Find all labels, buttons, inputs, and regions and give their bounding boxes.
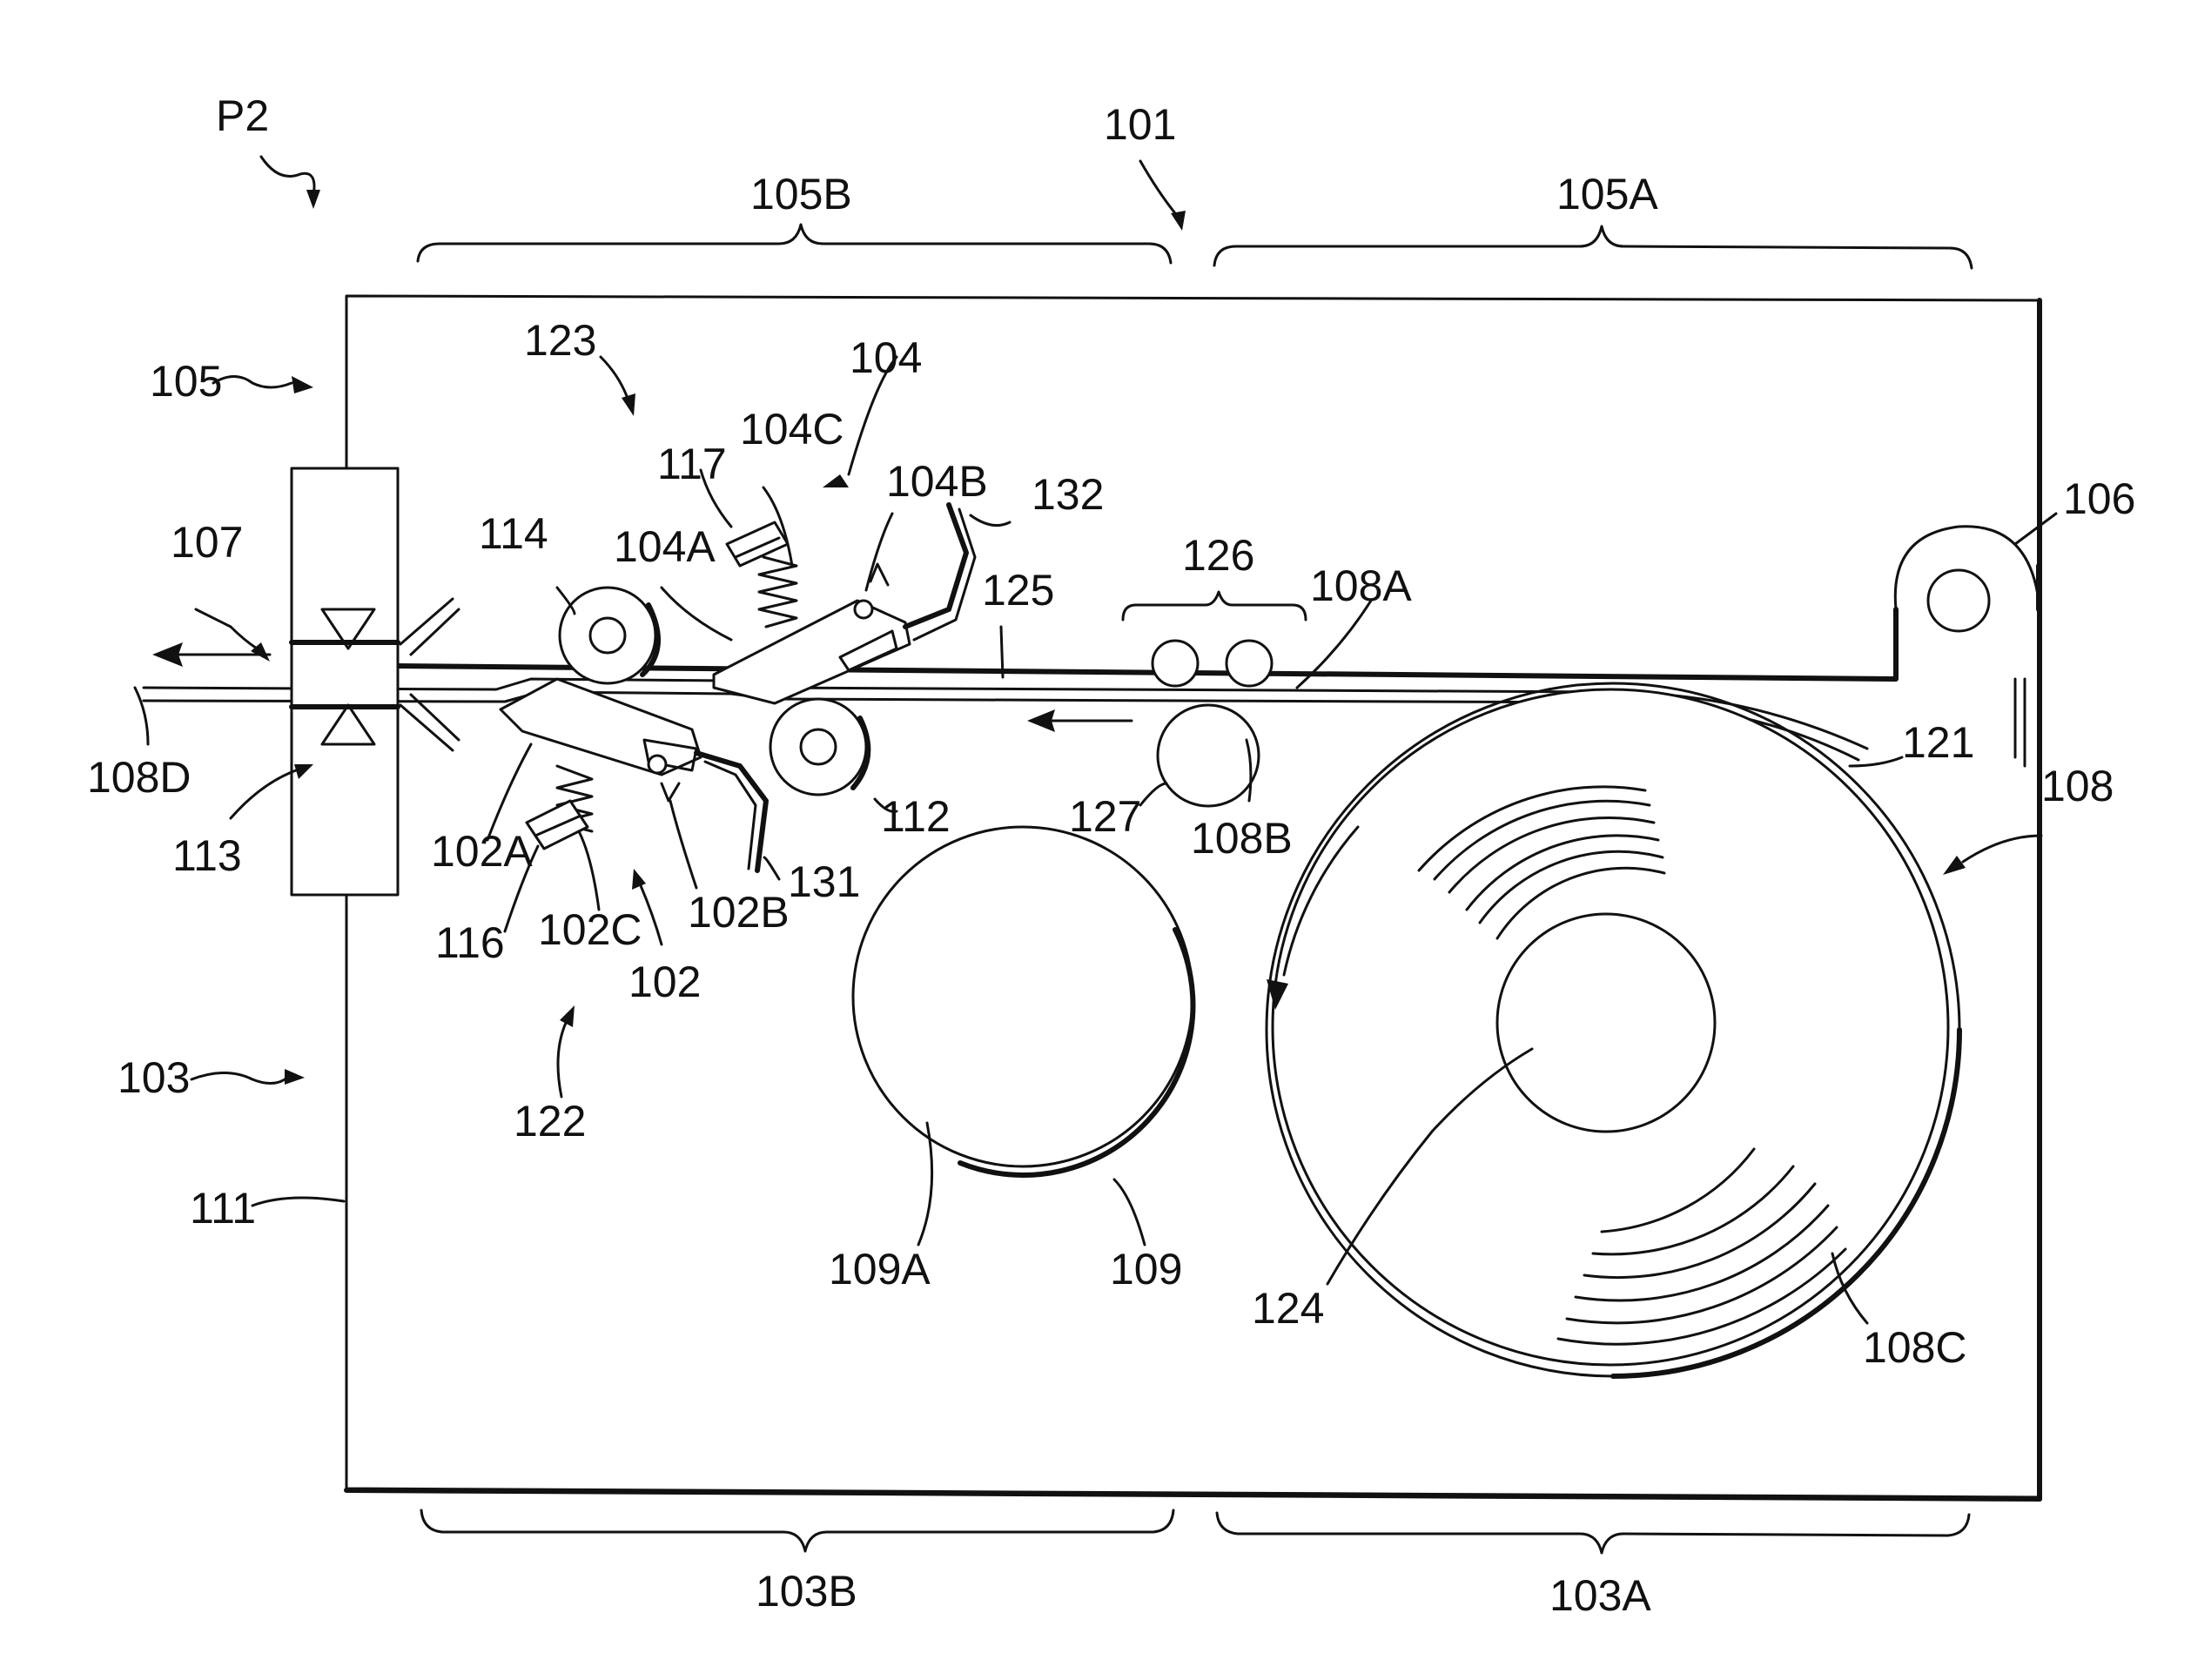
label-121: 121: [1902, 718, 1974, 767]
label-105: 105: [150, 357, 222, 406]
label-108D: 108D: [87, 753, 192, 802]
label-124: 124: [1252, 1284, 1324, 1333]
brace-103A: [1217, 1513, 1969, 1553]
label-108C: 108C: [1863, 1323, 1967, 1372]
label-104C: 104C: [740, 405, 844, 454]
label-101: 101: [1104, 100, 1176, 149]
label-125: 125: [982, 566, 1054, 615]
brace-105B: [418, 225, 1171, 263]
bracket-116: [527, 801, 588, 849]
label-108B: 108B: [1191, 814, 1293, 863]
label-105B: 105B: [750, 170, 852, 218]
label-117: 117: [657, 440, 727, 488]
label-122: 122: [514, 1097, 586, 1146]
ribbon-roll-109: [853, 827, 1193, 1175]
label-127: 127: [1069, 792, 1141, 841]
label-116: 116: [435, 918, 505, 967]
label-103A: 103A: [1549, 1571, 1651, 1620]
label-113: 113: [172, 831, 242, 880]
label-102A: 102A: [431, 827, 533, 876]
label-108: 108: [2041, 762, 2114, 810]
label-105A: 105A: [1556, 170, 1658, 218]
brace-105A: [1214, 226, 1972, 268]
feed-arrow: [1027, 709, 1132, 732]
label-P2: P2: [216, 91, 269, 140]
label-104: 104: [850, 333, 922, 382]
label-109: 109: [1110, 1245, 1182, 1294]
roller-127: [1158, 705, 1259, 806]
label-126: 126: [1182, 531, 1254, 580]
label-109A: 109A: [829, 1245, 931, 1294]
label-102: 102: [628, 958, 701, 1006]
label-107: 107: [171, 518, 243, 567]
paper-roll-108: [1267, 683, 1959, 1376]
roller-112: [770, 699, 868, 795]
label-131: 131: [788, 857, 860, 906]
label-111: 111: [190, 1184, 256, 1233]
label-104A: 104A: [614, 522, 716, 571]
label-114: 114: [479, 509, 548, 558]
label-102C: 102C: [538, 905, 642, 954]
label-112: 112: [881, 792, 951, 841]
label-108A: 108A: [1310, 561, 1412, 610]
bracket-117: [727, 522, 788, 566]
label-104B: 104B: [886, 457, 988, 506]
label-103: 103: [118, 1053, 190, 1102]
roller-106: [1928, 570, 1989, 631]
label-106: 106: [2063, 474, 2135, 523]
brace-103B: [421, 1510, 1173, 1551]
spring-104C: [759, 557, 796, 627]
label-123: 123: [524, 316, 596, 365]
label-102B: 102B: [688, 888, 790, 937]
roller-114: [560, 588, 658, 683]
label-103B: 103B: [756, 1567, 857, 1616]
label-132: 132: [1032, 470, 1104, 519]
